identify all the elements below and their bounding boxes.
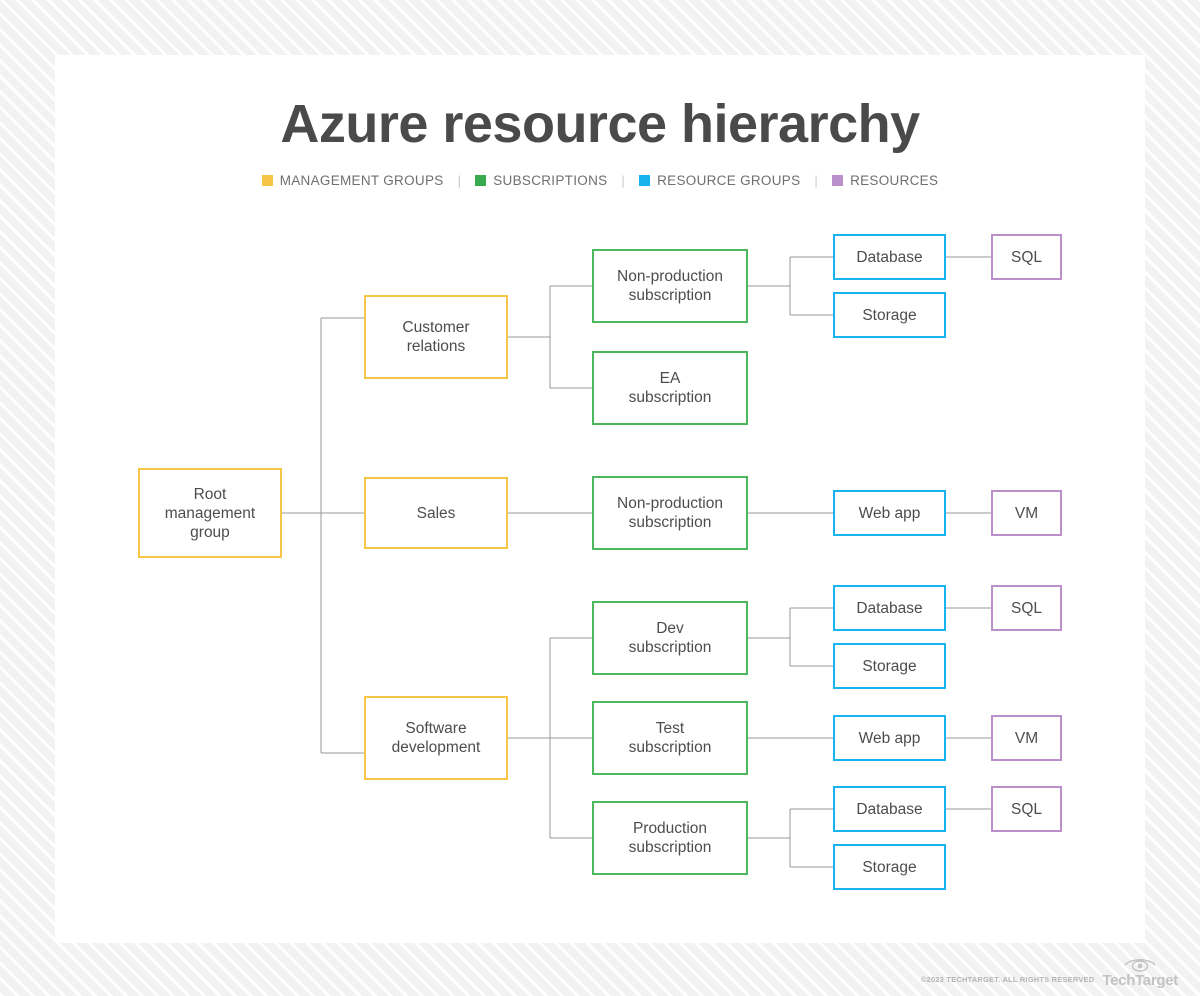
- node-resource-group-storage-dev[interactable]: Storage: [833, 643, 946, 689]
- techtarget-wordmark: TechTarget: [1102, 972, 1178, 989]
- footer: ©2023 TECHTARGET. ALL RIGHTS RESERVED Te…: [921, 957, 1178, 988]
- legend-separator: |: [457, 173, 462, 188]
- legend-swatch-subscriptions: [475, 175, 487, 186]
- legend-item-resource-groups: RESOURCE GROUPS: [639, 173, 800, 188]
- legend-swatch-management-groups: [261, 175, 273, 186]
- page-title: Azure resource hierarchy: [280, 94, 920, 154]
- node-label: Database: [856, 248, 923, 266]
- node-resource-sql-production[interactable]: SQL: [991, 786, 1062, 832]
- legend-label-resources: RESOURCES: [850, 173, 939, 188]
- node-resource-group-storage-production[interactable]: Storage: [833, 844, 946, 890]
- legend-item-resources: RESOURCES: [832, 173, 938, 188]
- copyright-text: ©2023 TECHTARGET. ALL RIGHTS RESERVED: [920, 975, 1095, 984]
- node-resource-sql-nonprod-cr[interactable]: SQL: [991, 234, 1062, 280]
- node-label: Web app: [858, 729, 921, 747]
- node-label: SQL: [1010, 800, 1042, 818]
- legend-label-resource-groups: RESOURCE GROUPS: [657, 173, 801, 188]
- eye-icon: [1124, 959, 1156, 972]
- node-label: Storage: [862, 306, 917, 324]
- legend-label-subscriptions: SUBSCRIPTIONS: [493, 173, 608, 188]
- node-resource-group-web-app-test[interactable]: Web app: [833, 715, 946, 761]
- node-resource-group-database-production[interactable]: Database: [833, 786, 946, 832]
- node-resource-group-database-nonprod-cr[interactable]: Database: [833, 234, 946, 280]
- node-resource-group-storage-nonprod-cr[interactable]: Storage: [833, 292, 946, 338]
- legend-item-management-groups: MANAGEMENT GROUPS: [261, 173, 444, 188]
- node-label: Storage: [862, 657, 917, 675]
- legend: MANAGEMENT GROUPS | SUBSCRIPTIONS | RESO…: [55, 173, 1145, 188]
- node-label: SQL: [1010, 599, 1042, 617]
- legend-item-subscriptions: SUBSCRIPTIONS: [475, 173, 607, 188]
- legend-swatch-resource-groups: [639, 175, 651, 186]
- node-label: VM: [1014, 504, 1039, 522]
- node-label: Web app: [858, 504, 921, 522]
- legend-label-management-groups: MANAGEMENT GROUPS: [279, 173, 444, 188]
- legend-swatch-resources: [832, 175, 844, 186]
- node-resource-group-database-dev[interactable]: Database: [833, 585, 946, 631]
- node-resource-vm-sales[interactable]: VM: [991, 490, 1062, 536]
- node-resource-vm-test[interactable]: VM: [991, 715, 1062, 761]
- node-resource-sql-dev[interactable]: SQL: [991, 585, 1062, 631]
- node-resource-group-web-app-sales[interactable]: Web app: [833, 490, 946, 536]
- techtarget-logo: TechTarget: [1102, 957, 1178, 988]
- node-label: Storage: [862, 858, 917, 876]
- node-label: Sales: [416, 504, 456, 522]
- node-label: SQL: [1010, 248, 1042, 266]
- node-label: Database: [856, 800, 923, 818]
- legend-separator: |: [814, 173, 819, 188]
- legend-separator: |: [621, 173, 626, 188]
- node-label: VM: [1014, 729, 1039, 747]
- node-management-group-sales[interactable]: Sales: [364, 477, 508, 549]
- node-label: Database: [856, 599, 923, 617]
